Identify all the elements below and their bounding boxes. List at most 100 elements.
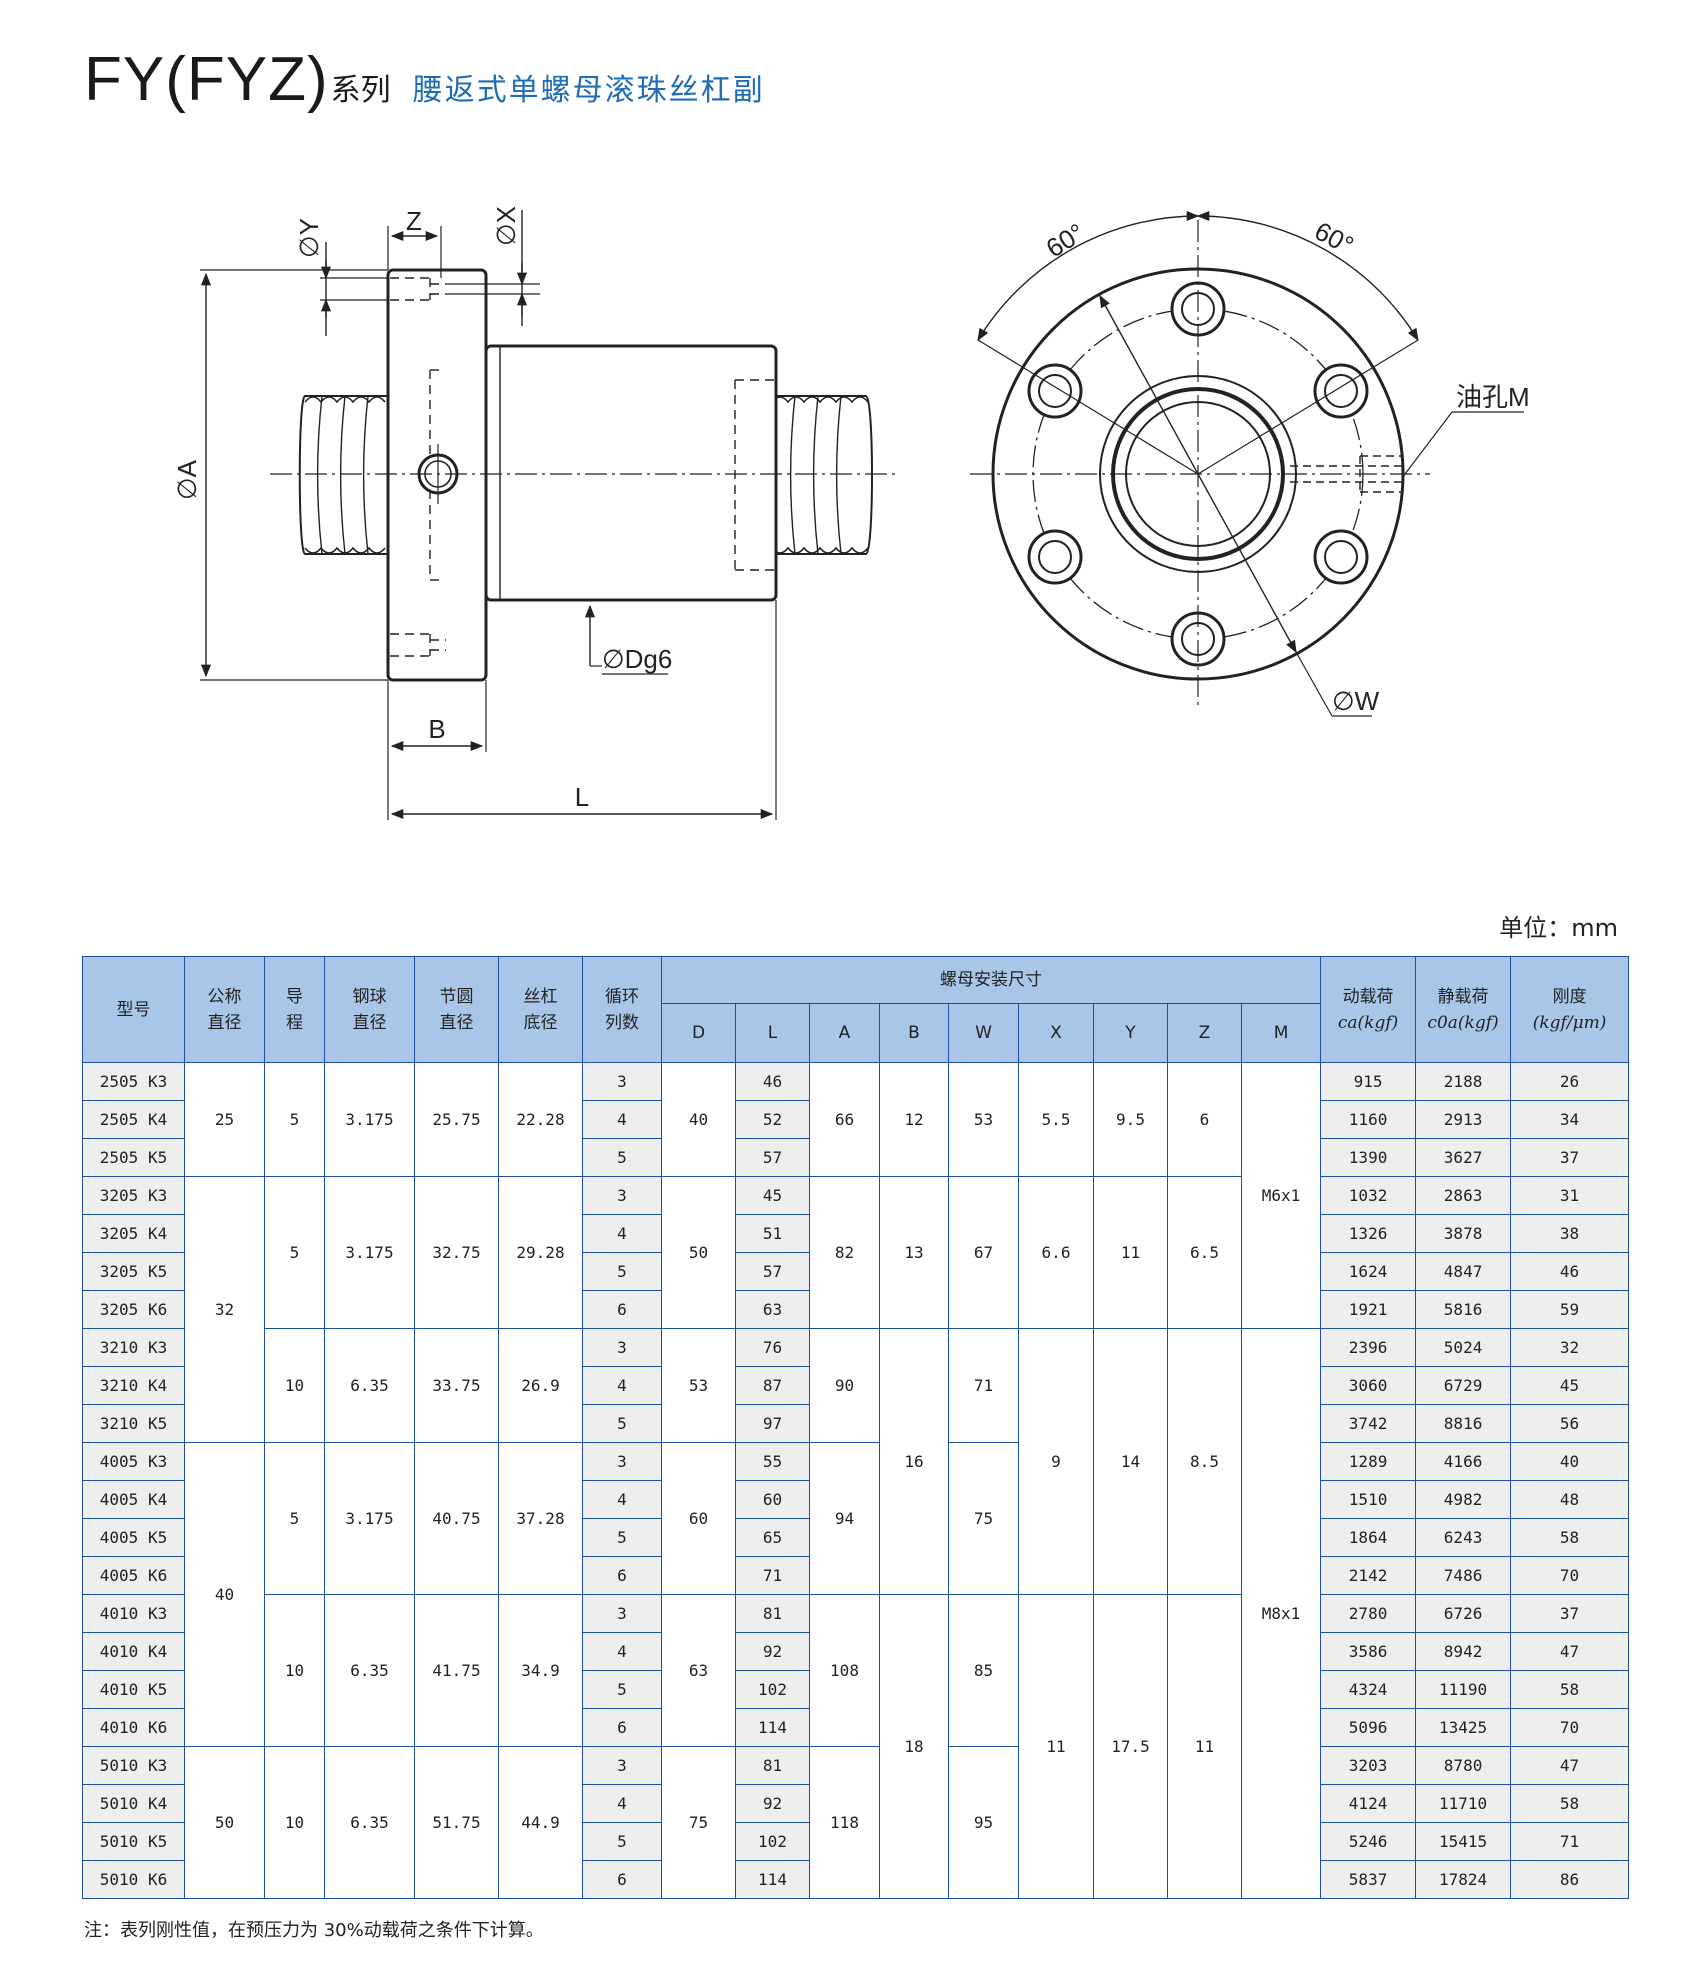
cell-l: 87 bbox=[735, 1366, 810, 1405]
cell-w: 85 bbox=[948, 1594, 1019, 1747]
cell-stiffness: 46 bbox=[1510, 1252, 1630, 1291]
cell-static-load: 4982 bbox=[1415, 1480, 1512, 1519]
cell-stiffness: 56 bbox=[1510, 1404, 1630, 1443]
cell-dyn-load: 1326 bbox=[1320, 1214, 1417, 1253]
cell-l: 81 bbox=[735, 1746, 810, 1785]
cell-circuits: 3 bbox=[582, 1176, 662, 1215]
label-b: B bbox=[428, 714, 445, 744]
cell-l: 55 bbox=[735, 1442, 810, 1481]
th-nominal-dia: 公称直径 bbox=[184, 956, 265, 1063]
cell-stiffness: 38 bbox=[1510, 1214, 1630, 1253]
cell-static-load: 2863 bbox=[1415, 1176, 1512, 1215]
cell-circuits: 5 bbox=[582, 1138, 662, 1177]
cell-static-load: 11190 bbox=[1415, 1670, 1512, 1709]
cell-l: 92 bbox=[735, 1784, 810, 1823]
label-phi-a: ∅A bbox=[172, 459, 202, 500]
cell-model: 2505 K3 bbox=[82, 1062, 185, 1101]
th-install-dims: 螺母安装尺寸 bbox=[660, 956, 1322, 1004]
cell-circuits: 3 bbox=[582, 1746, 662, 1785]
th-z: Z bbox=[1167, 1003, 1242, 1063]
cell-nominal-dia: 25 bbox=[184, 1062, 265, 1177]
cell-dyn-load: 1921 bbox=[1320, 1290, 1417, 1329]
cell-l: 63 bbox=[735, 1290, 810, 1329]
cell-lead: 5 bbox=[264, 1442, 325, 1595]
cell-stiffness: 70 bbox=[1510, 1708, 1630, 1747]
cell-ball-dia: 3.175 bbox=[324, 1442, 415, 1595]
cell-static-load: 3627 bbox=[1415, 1138, 1512, 1177]
cell-circuits: 5 bbox=[582, 1518, 662, 1557]
cell-d: 63 bbox=[661, 1594, 736, 1747]
th-stiffness: 刚度(kgf/μm) bbox=[1510, 956, 1630, 1063]
cell-pitch-dia: 33.75 bbox=[414, 1328, 499, 1443]
label-z: Z bbox=[406, 206, 422, 236]
cell-w: 71 bbox=[948, 1328, 1019, 1443]
cell-circuits: 5 bbox=[582, 1670, 662, 1709]
cell-b: 18 bbox=[879, 1594, 949, 1899]
cell-static-load: 5024 bbox=[1415, 1328, 1512, 1367]
cell-l: 102 bbox=[735, 1670, 810, 1709]
cell-a: 108 bbox=[809, 1594, 880, 1747]
cell-dyn-load: 2396 bbox=[1320, 1328, 1417, 1367]
side-view: ∅A ∅Y Z ∅X ∅Dg6 B L bbox=[172, 206, 895, 820]
th-d: D bbox=[661, 1003, 736, 1063]
cell-static-load: 5816 bbox=[1415, 1290, 1512, 1329]
cell-dyn-load: 1624 bbox=[1320, 1252, 1417, 1291]
cell-circuits: 4 bbox=[582, 1214, 662, 1253]
page-title: FY(FYZ)系列腰返式单螺母滚珠丝杠副 bbox=[84, 44, 765, 115]
cell-static-load: 2913 bbox=[1415, 1100, 1512, 1139]
cell-z: 6.5 bbox=[1167, 1176, 1242, 1329]
footnote: 注：表列刚性值，在预压力为 30%动载荷之条件下计算。 bbox=[84, 1920, 544, 1941]
cell-model: 4005 K5 bbox=[82, 1518, 185, 1557]
th-root-dia: 丝杠底径 bbox=[498, 956, 583, 1063]
cell-pitch-dia: 32.75 bbox=[414, 1176, 499, 1329]
cell-stiffness: 58 bbox=[1510, 1784, 1630, 1823]
cell-l: 81 bbox=[735, 1594, 810, 1633]
cell-stiffness: 58 bbox=[1510, 1518, 1630, 1557]
cell-circuits: 5 bbox=[582, 1822, 662, 1861]
cell-stiffness: 40 bbox=[1510, 1442, 1630, 1481]
cell-model: 4010 K6 bbox=[82, 1708, 185, 1747]
cell-circuits: 6 bbox=[582, 1290, 662, 1329]
cell-stiffness: 32 bbox=[1510, 1328, 1630, 1367]
label-phi-dg6: ∅Dg6 bbox=[602, 644, 672, 674]
cell-a: 82 bbox=[809, 1176, 880, 1329]
cell-dyn-load: 5246 bbox=[1320, 1822, 1417, 1861]
cell-d: 40 bbox=[661, 1062, 736, 1177]
cell-circuits: 4 bbox=[582, 1100, 662, 1139]
cell-dyn-load: 4324 bbox=[1320, 1670, 1417, 1709]
cell-circuits: 3 bbox=[582, 1062, 662, 1101]
cell-nominal-dia: 40 bbox=[184, 1442, 265, 1747]
cell-dyn-load: 1390 bbox=[1320, 1138, 1417, 1177]
cell-z: 6 bbox=[1167, 1062, 1242, 1177]
th-l: L bbox=[735, 1003, 810, 1063]
nut-body bbox=[484, 344, 778, 602]
cell-model: 2505 K5 bbox=[82, 1138, 185, 1177]
cell-circuits: 4 bbox=[582, 1632, 662, 1671]
cell-static-load: 17824 bbox=[1415, 1860, 1512, 1899]
cell-static-load: 6243 bbox=[1415, 1518, 1512, 1557]
cell-stiffness: 37 bbox=[1510, 1594, 1630, 1633]
cell-circuits: 4 bbox=[582, 1784, 662, 1823]
cell-static-load: 13425 bbox=[1415, 1708, 1512, 1747]
label-oil-hole: 油孔M bbox=[1456, 382, 1530, 412]
cell-model: 3205 K4 bbox=[82, 1214, 185, 1253]
th-m: M bbox=[1240, 1003, 1322, 1063]
th-w: W bbox=[948, 1003, 1019, 1063]
front-view: 60° 60° 油孔M ∅W bbox=[970, 210, 1530, 717]
cell-model: 4010 K4 bbox=[82, 1632, 185, 1671]
cell-dyn-load: 1032 bbox=[1320, 1176, 1417, 1215]
cell-ball-dia: 6.35 bbox=[324, 1594, 415, 1747]
cell-model: 3210 K3 bbox=[82, 1328, 185, 1367]
cell-stiffness: 47 bbox=[1510, 1632, 1630, 1671]
